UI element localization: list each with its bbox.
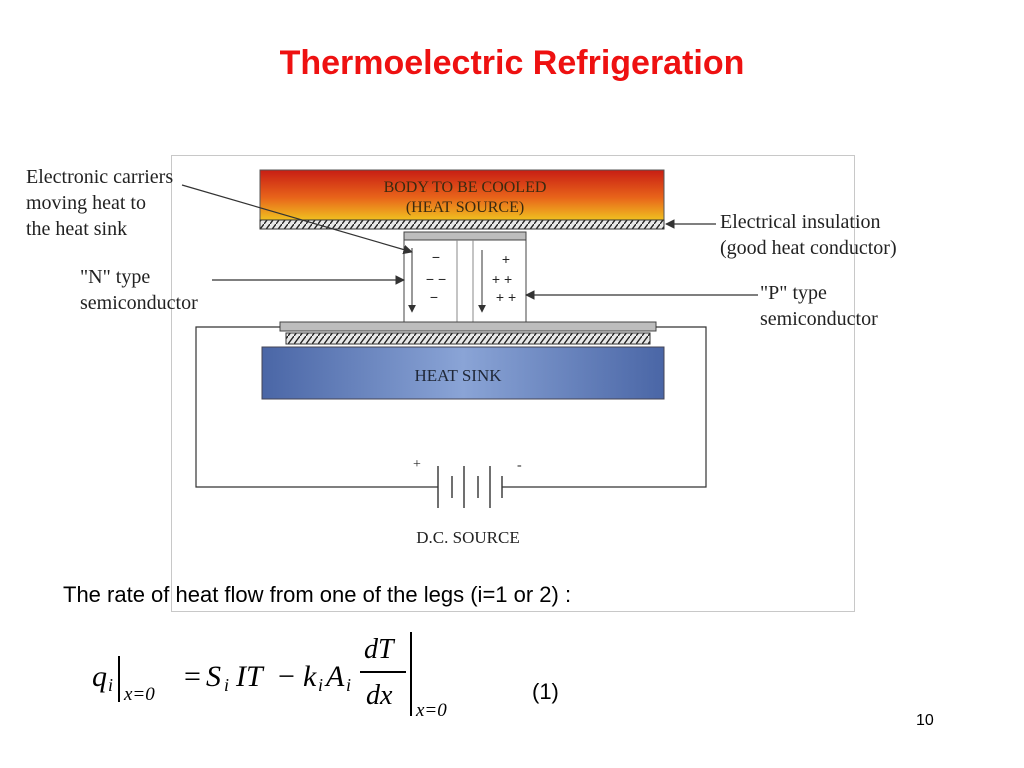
carriers-label-line1: Electronic carriers [26, 166, 174, 188]
n-type-label: "N" type semiconductor [80, 264, 198, 316]
n-type-label-line1: "N" type [80, 266, 151, 288]
p-charge-3: + + [496, 289, 516, 305]
top-insulation-strip [259, 219, 665, 230]
n-charge-2: − − [426, 271, 446, 287]
n-type-label-line2: semiconductor [80, 292, 198, 314]
carriers-label: Electronic carriers moving heat to the h… [26, 164, 173, 242]
n-charge-1: − [432, 249, 440, 265]
slide-title: Thermoelectric Refrigeration [279, 44, 745, 82]
eq-eval-at: x=0 [124, 684, 155, 705]
eq-subscript-i: i [108, 675, 114, 695]
insulation-label-line2: (good heat conductor) [720, 237, 897, 259]
carriers-label-line3: the heat sink [26, 218, 128, 240]
eq-equals: = [184, 660, 201, 693]
eq-eval-bar-2 [410, 632, 412, 716]
p-type-label-line2: semiconductor [760, 308, 878, 330]
eq-S: S [206, 660, 221, 693]
p-type-label: "P" type semiconductor [760, 280, 878, 332]
equation-number: (1) [532, 679, 559, 704]
bottom-plate [279, 321, 657, 332]
heat-sink [261, 346, 665, 400]
battery-minus-sign: - [517, 458, 522, 473]
circuit-wire [195, 326, 438, 488]
carriers-pointer [181, 184, 413, 255]
bottom-insulation-strip [285, 332, 651, 345]
eq-fraction-bar [360, 671, 406, 673]
eq-dT: dT [364, 634, 394, 665]
eq-subscript-i-2: i [224, 675, 230, 695]
body-label-line1: BODY TO BE COOLED [384, 179, 547, 196]
body-to-be-cooled [259, 169, 665, 221]
insulation-label: Electrical insulation (good heat conduct… [720, 209, 897, 261]
battery-symbol [437, 466, 503, 508]
eq-dx: dx [366, 680, 393, 711]
battery-plus-sign: + [413, 457, 421, 472]
eq-eval-bar [118, 656, 120, 702]
n-charge-3: − [430, 289, 438, 305]
eq-eval-at-2: x=0 [416, 700, 447, 721]
eq-A: A [326, 660, 345, 693]
page-number: 10 [916, 712, 934, 729]
heat-sink-label: HEAT SINK [414, 366, 502, 385]
eq-subscript-i-3: i [318, 675, 324, 695]
dc-source-label: D.C. SOURCE [416, 528, 519, 547]
p-charge-1: + [502, 251, 510, 267]
p-type-label-line1: "P" type [760, 282, 827, 304]
insulation-label-line1: Electrical insulation [720, 211, 881, 233]
p-charge-2: + + [492, 271, 512, 287]
eq-subscript-i-4: i [346, 675, 352, 695]
body-label-line2: (HEAT SOURCE) [406, 199, 524, 216]
eq-q: q [92, 660, 107, 693]
circuit-wire-right [502, 326, 707, 488]
eq-k: k [303, 660, 317, 693]
top-connector-strip [403, 231, 527, 241]
eq-IT: IT [236, 660, 263, 693]
caption: The rate of heat flow from one of the le… [63, 582, 572, 607]
carriers-label-line2: moving heat to [26, 192, 146, 214]
eq-minus: − [278, 660, 295, 693]
